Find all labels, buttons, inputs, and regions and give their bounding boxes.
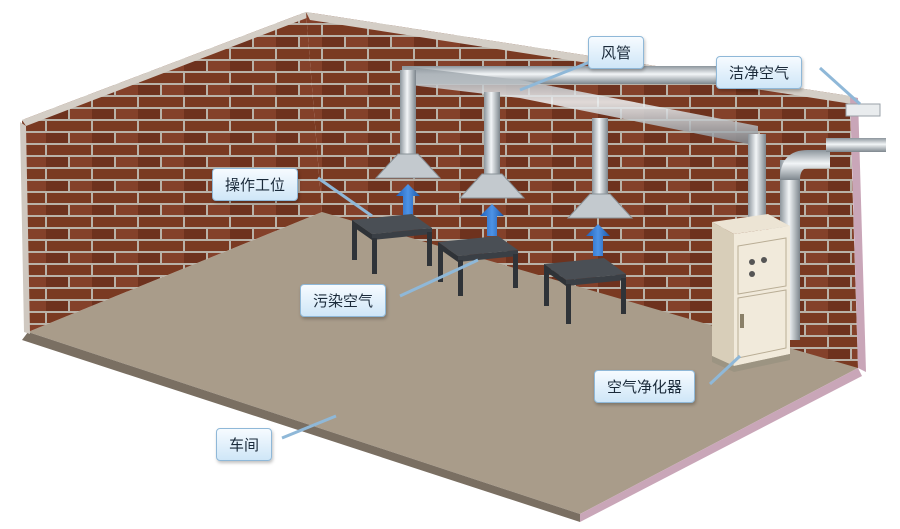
leader-clean-air xyxy=(818,66,862,106)
floor-slab-right-edge xyxy=(580,368,862,522)
label-workshop: 车间 xyxy=(216,428,273,461)
main-duct-slope xyxy=(402,66,758,146)
outlet-through-wall xyxy=(826,138,886,152)
arrow-up-right xyxy=(586,224,610,256)
workstation-right xyxy=(544,258,626,324)
clean-air-vent xyxy=(845,103,881,117)
label-workstation: 操作工位 xyxy=(212,168,299,201)
leader-workstation xyxy=(317,176,373,218)
duct-riser-right xyxy=(592,118,608,196)
duct-riser-left xyxy=(400,70,416,156)
left-wall-cap xyxy=(22,12,312,126)
hood-left xyxy=(374,153,442,179)
arrow-up-mid xyxy=(480,204,504,236)
right-wall-edge xyxy=(850,96,866,372)
label-duct: 风管 xyxy=(588,36,645,69)
leader-workshop xyxy=(281,414,337,440)
left-wall-front-edge xyxy=(20,122,30,334)
outlet-elbow xyxy=(780,150,830,180)
leader-polluted-air xyxy=(399,258,479,298)
workstation-left xyxy=(352,214,432,274)
air-purifier-unit xyxy=(712,214,790,372)
arrow-up-left xyxy=(396,184,420,216)
duct-riser-mid xyxy=(484,92,500,176)
leader-duct xyxy=(519,56,601,92)
label-polluted-air: 污染空气 xyxy=(300,284,387,317)
workstation-mid xyxy=(438,236,518,296)
leader-purifier xyxy=(708,354,742,386)
hood-right xyxy=(566,193,634,219)
label-clean-air: 洁净空气 xyxy=(716,56,803,89)
label-air-purifier: 空气净化器 xyxy=(594,370,696,403)
floor-slab-edge xyxy=(22,332,580,522)
hood-mid xyxy=(458,173,526,199)
duct-down-to-purifier xyxy=(748,134,766,230)
